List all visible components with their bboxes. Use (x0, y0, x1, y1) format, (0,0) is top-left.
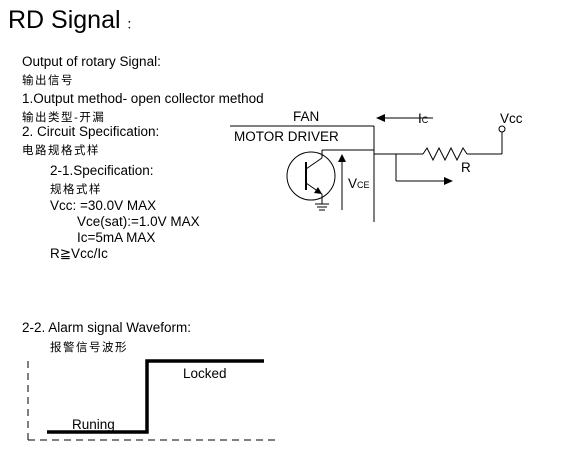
vce-label: VCE (348, 176, 370, 191)
waveform-signal-line (47, 359, 264, 434)
page-title: RD Signal ： (8, 6, 138, 35)
circuit-spec-heading: 2. Circuit Specification: (22, 124, 160, 139)
waveform-heading: 2-2. Alarm signal Waveform: (22, 320, 192, 335)
spec-heading-cn: 规格式样 (50, 182, 102, 196)
fan-label: FAN (293, 109, 320, 124)
spec-vce-sat: Vce(sat):=1.0V MAX (77, 214, 200, 229)
spec-vcc: Vcc: =30.0V MAX (50, 198, 157, 213)
output-method: 1.Output method- open collector method (22, 91, 264, 106)
circuit-spec-heading-cn: 电路规格式样 (22, 143, 100, 157)
waveform-heading-cn: 报警信号波形 (50, 340, 128, 354)
resistor-icon (422, 146, 468, 162)
motor-driver-label: MOTOR DRIVER (234, 129, 339, 144)
ic-arrowhead (376, 114, 385, 122)
output-method-cn: 输出类型-开漏 (22, 110, 106, 124)
transistor-collector (305, 157, 323, 170)
spec-r: R≧Vcc/Ic (50, 246, 108, 261)
emitter-arrowhead (314, 187, 322, 194)
locked-label: Locked (183, 366, 227, 381)
title-colon: ： (126, 19, 138, 31)
vcc-label: Vcc (500, 111, 523, 126)
title-text: RD Signal (8, 6, 121, 34)
transistor-icon (286, 151, 336, 201)
waveform-diagram (27, 359, 280, 441)
output-arrowhead (444, 177, 453, 185)
output-heading-cn: 输出信号 (22, 73, 74, 87)
resistor-label: R (461, 160, 471, 175)
spec-heading: 2-1.Specification: (50, 163, 154, 178)
vce-arrowhead (338, 154, 346, 162)
output-heading: Output of rotary Signal: (22, 54, 161, 69)
running-label: Runing (72, 417, 115, 432)
vcc-terminal-icon (498, 125, 506, 133)
spec-ic: Ic=5mA MAX (77, 230, 156, 245)
